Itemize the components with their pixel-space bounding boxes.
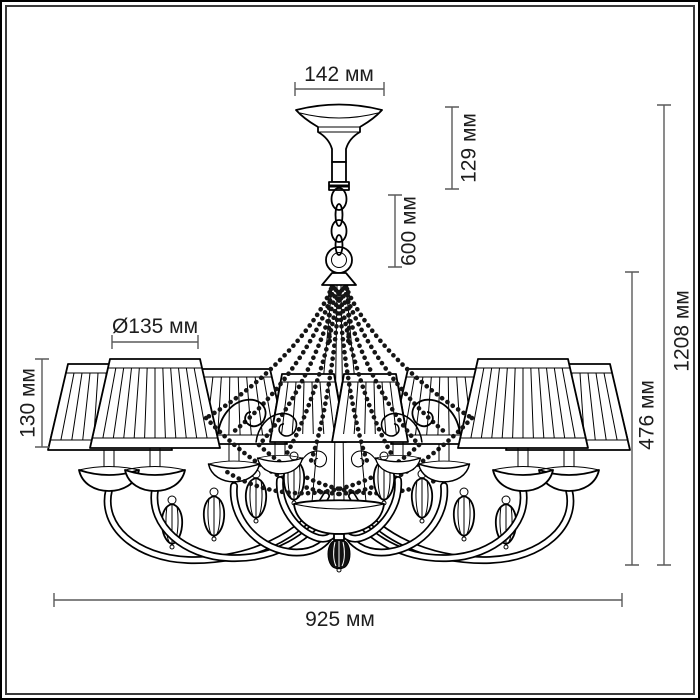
dim-canopy-width-label: 142 мм bbox=[304, 63, 374, 86]
dimensions: 142 мм 129 мм 600 мм 1208 мм 476 мм Ø135… bbox=[17, 63, 694, 631]
center-bowl bbox=[293, 499, 385, 535]
dim-canopy-height: 129 мм bbox=[445, 106, 481, 190]
dim-chain-length-label: 600 мм bbox=[398, 196, 421, 266]
dim-total-width: 925 мм bbox=[53, 593, 623, 631]
chandelier-drawing bbox=[48, 103, 630, 573]
dim-shade-height: 130 мм bbox=[17, 358, 49, 448]
dim-shade-diameter-label: Ø135 мм bbox=[112, 315, 198, 338]
ceiling-canopy bbox=[295, 103, 383, 191]
dim-canopy-height-label: 129 мм bbox=[458, 113, 481, 183]
chain bbox=[330, 187, 348, 256]
dim-shade-height-label: 130 мм bbox=[17, 368, 40, 438]
dim-total-width-label: 925 мм bbox=[305, 608, 375, 631]
dim-canopy-width: 142 мм bbox=[294, 63, 385, 96]
hanging-ring bbox=[321, 246, 357, 286]
dim-total-height-label: 1208 мм bbox=[671, 290, 694, 371]
dim-body-height: 476 мм bbox=[625, 271, 659, 566]
acorn-finial bbox=[327, 533, 351, 573]
dim-chain-length: 600 мм bbox=[388, 194, 421, 268]
dim-total-height: 1208 мм bbox=[657, 104, 694, 566]
dim-shade-diameter: Ø135 мм bbox=[111, 315, 199, 349]
dim-body-height-label: 476 мм bbox=[636, 380, 659, 450]
